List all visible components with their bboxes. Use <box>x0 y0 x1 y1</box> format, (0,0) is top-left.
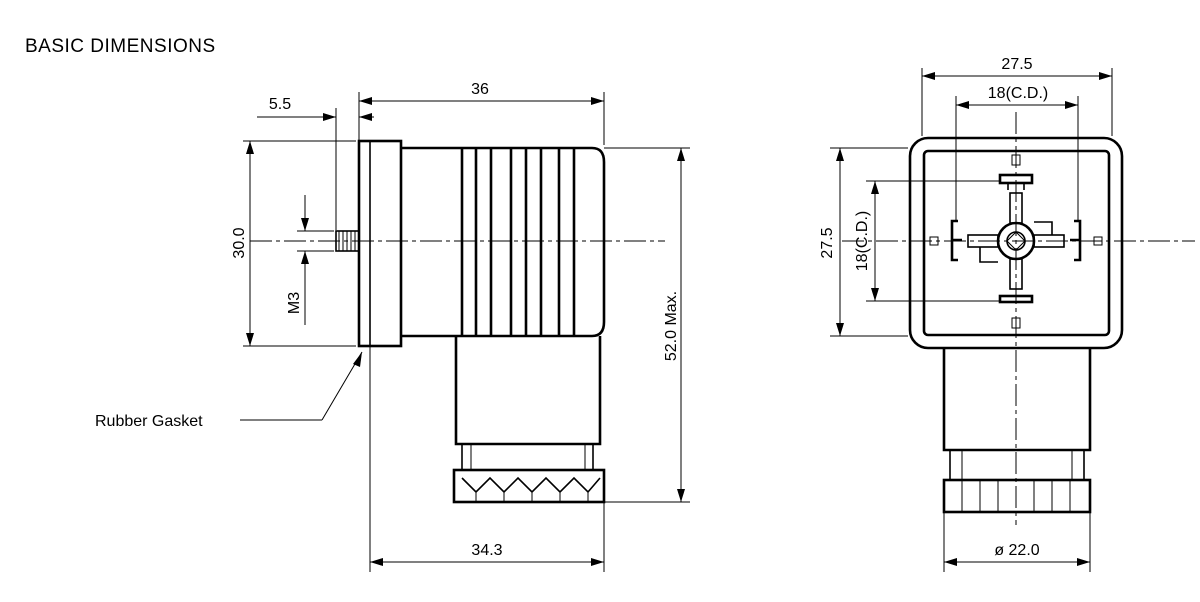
drawing-title: BASIC DIMENSIONS <box>25 36 216 57</box>
connector-body <box>401 146 606 338</box>
dim-30: 30.0 <box>231 140 356 347</box>
cable-gland-body <box>454 336 602 446</box>
contact-top <box>998 173 1034 185</box>
body-ribs <box>460 148 576 336</box>
dim-34-3-label: 34.3 <box>471 542 502 559</box>
front-housing-inner <box>922 149 1111 337</box>
front-dim-cd-v: 18(C.D.) <box>854 180 1000 302</box>
dim-36: 36 <box>358 81 605 145</box>
dim-52-label: 52.0 Max. <box>663 291 680 361</box>
rubber-gasket-callout: Rubber Gasket <box>95 351 363 430</box>
contact-bottom <box>998 294 1034 304</box>
front-dim-cd-h-label: 18(C.D.) <box>988 85 1048 102</box>
front-view: 27.5 18(C.D.) 27.5 18(C.D.) <box>819 56 1195 572</box>
front-dim-cd-h: 18(C.D.) <box>955 85 1079 220</box>
dim-52: 52.0 Max. <box>604 147 690 503</box>
front-dim-width-label: 27.5 <box>1001 56 1032 73</box>
front-dim-height: 27.5 <box>819 147 908 337</box>
front-dim-width: 27.5 <box>921 56 1113 136</box>
dim-5-5-label: 5.5 <box>269 96 291 113</box>
front-dim-height-label: 27.5 <box>819 227 836 258</box>
dim-36-label: 36 <box>471 81 489 98</box>
front-dim-cd-v-label: 18(C.D.) <box>854 211 871 271</box>
contact-right <box>1070 219 1082 262</box>
front-housing-outer <box>908 136 1124 350</box>
front-knurled-nut <box>942 478 1092 514</box>
contact-pins <box>929 154 1103 329</box>
front-gland-body <box>942 348 1092 452</box>
rubber-gasket-label: Rubber Gasket <box>95 413 203 430</box>
front-dim-diameter: ø 22.0 <box>943 512 1091 572</box>
dim-m3: M3 <box>286 195 334 325</box>
dim-m3-label: M3 <box>286 292 303 314</box>
rubber-gasket-section <box>357 139 403 348</box>
m3-screw <box>335 230 360 252</box>
front-dim-diameter-label: ø 22.0 <box>994 542 1039 559</box>
knurled-nut <box>452 468 606 504</box>
side-view: 36 5.5 30.0 M3 <box>95 81 690 572</box>
dim-34-3: 34.3 <box>369 346 605 572</box>
dim-5-5: 5.5 <box>257 96 374 230</box>
dim-30-label: 30.0 <box>231 227 248 258</box>
contact-left <box>950 219 962 262</box>
